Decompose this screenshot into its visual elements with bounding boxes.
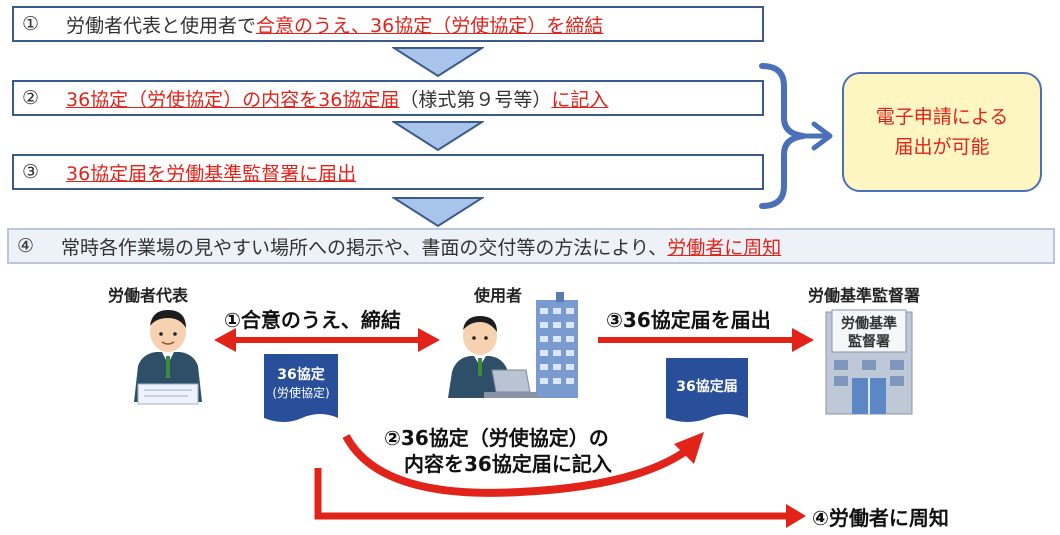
step-2-box: ② 36協定（労使協定）の内容を36協定届 （様式第９号等） に記入 <box>12 80 764 116</box>
step-4-red-text: 労働者に周知 <box>667 236 782 259</box>
down-arrow-2-icon <box>392 121 484 152</box>
down-arrow-1-icon <box>392 47 484 78</box>
step-4-plain-text: 常時各作業場の見やすい場所への掲示や、書面の交付等の方法により、 <box>61 236 668 259</box>
step-1-number: ① <box>22 13 40 35</box>
form-document-icon <box>666 358 748 422</box>
agreement-doc-line-2: (労使協定) <box>272 386 330 400</box>
electronic-filing-bubble: 電子申請による 届出が可能 <box>842 72 1042 192</box>
step-3-box: ③ 36協定届を労働基準監督署に届出 <box>12 154 764 190</box>
notify-label: ④労働者に周知 <box>812 506 949 530</box>
fill-label-line-1: ②36協定（労使協定）の <box>384 426 609 450</box>
fill-label-line-2: 内容を36協定届に記入 <box>404 452 612 476</box>
agree-label: ①合意のうえ、締結 <box>224 308 401 332</box>
worker-representative-icon <box>134 310 202 405</box>
agreement-doc-line-1: 36協定 <box>277 367 325 383</box>
bracket-arrow-icon <box>759 63 833 209</box>
office-caption: 労働基準監督署 <box>808 286 921 305</box>
form-doc-label: 36協定届 <box>676 379 738 395</box>
step-4-box: ④ 常時各作業場の見やすい場所への掲示や、書面の交付等の方法により、 労働者に周… <box>7 228 1055 264</box>
step-2-red-text: 36協定（労使協定）の内容を36協定届 <box>66 88 400 111</box>
office-sign-line-2: 監督署 <box>848 333 890 350</box>
step-4-number: ④ <box>17 235 35 257</box>
step-2-plain-text: （様式第９号等） <box>399 88 552 111</box>
bubble-line-2: 届出が可能 <box>894 136 990 158</box>
step-2-red-text-2: に記入 <box>551 88 609 111</box>
step-3-red-text: 36協定届を労働基準監督署に届出 <box>66 162 357 185</box>
step-1-red-text: 合意のうえ、36協定（労使協定）を締結 <box>256 14 604 37</box>
employer-icon <box>448 292 578 398</box>
step-3-number: ③ <box>22 161 40 183</box>
bubble-line-1: 電子申請による <box>875 106 1009 128</box>
step-1-plain-text: 労働者代表と使用者で <box>66 14 257 37</box>
employer-caption: 使用者 <box>474 286 523 305</box>
worker-rep-caption: 労働者代表 <box>108 286 189 305</box>
step-1-box: ① 労働者代表と使用者で 合意のうえ、36協定（労使協定）を締結 <box>12 6 764 42</box>
labor-office-building-icon: 労働基準 監督署 <box>825 309 913 415</box>
submit-label: ③36協定届を届出 <box>606 308 771 332</box>
step-2-number: ② <box>22 87 40 109</box>
office-sign-line-1: 労働基準 <box>841 315 897 332</box>
down-arrow-3-icon <box>392 197 484 228</box>
agreement-document-icon <box>264 354 338 422</box>
